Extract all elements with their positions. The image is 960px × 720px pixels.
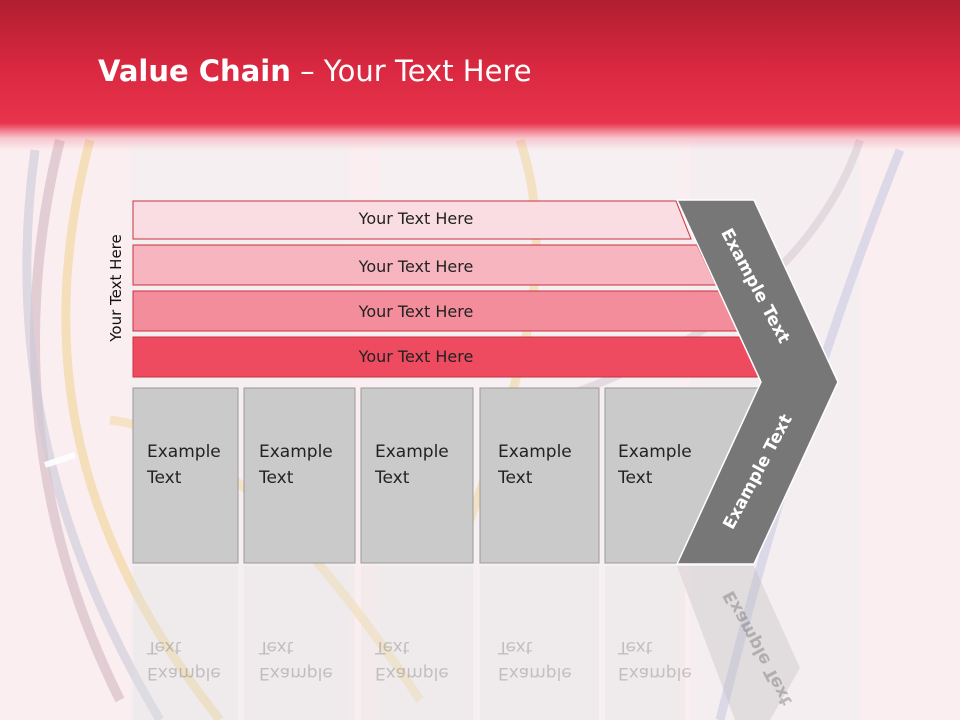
box-3-reflection: Example Text (375, 634, 449, 686)
box-3-line1: Example (375, 442, 449, 462)
box-2-line1: Example (259, 442, 333, 462)
box-5-line1: Example (618, 442, 692, 462)
box-5-reflection: Example Text (618, 634, 692, 686)
box-1 (132, 387, 239, 564)
bar-1 (132, 200, 692, 240)
box-3-line2: Text (375, 468, 410, 488)
bar-2-label: Your Text Here (358, 257, 474, 276)
box-4-refl-line2: Text (498, 637, 533, 657)
box-1-refl-line1: Example (147, 663, 221, 683)
box-4-line1: Example (498, 442, 572, 462)
box-2-reflection: Example Text (259, 634, 333, 686)
box-1-reflection: Example Text (147, 634, 221, 686)
box-1-line2: Text (147, 468, 182, 488)
box-3 (360, 387, 474, 564)
box-2-refl-line1: Example (259, 663, 333, 683)
title-rest: – Your Text Here (290, 54, 532, 88)
box-3-refl-line1: Example (375, 663, 449, 683)
box-5-refl-line2: Text (618, 637, 653, 657)
slide-title: Value Chain – Your Text Here (98, 54, 532, 88)
header-band (0, 0, 960, 150)
box-2-refl-line2: Text (259, 637, 294, 657)
title-bold: Value Chain (98, 54, 291, 88)
chevron-arrow (675, 199, 839, 565)
box-3-refl-line2: Text (375, 637, 410, 657)
box-4 (479, 387, 600, 564)
bar-4-label: Your Text Here (358, 347, 474, 366)
box-5-refl-line1: Example (618, 663, 692, 683)
box-4-refl-line1: Example (498, 663, 572, 683)
box-1-line1: Example (147, 442, 221, 462)
box-4-line2: Text (498, 468, 533, 488)
box-2-line2: Text (259, 468, 294, 488)
bar-1-label: Your Text Here (358, 209, 474, 228)
reflection-group (133, 566, 800, 720)
box-2 (243, 387, 356, 564)
box-1-refl-line2: Text (147, 637, 182, 657)
box-4-reflection: Example Text (498, 634, 572, 686)
bar-3-label: Your Text Here (358, 302, 474, 321)
box-5-line2: Text (618, 468, 653, 488)
